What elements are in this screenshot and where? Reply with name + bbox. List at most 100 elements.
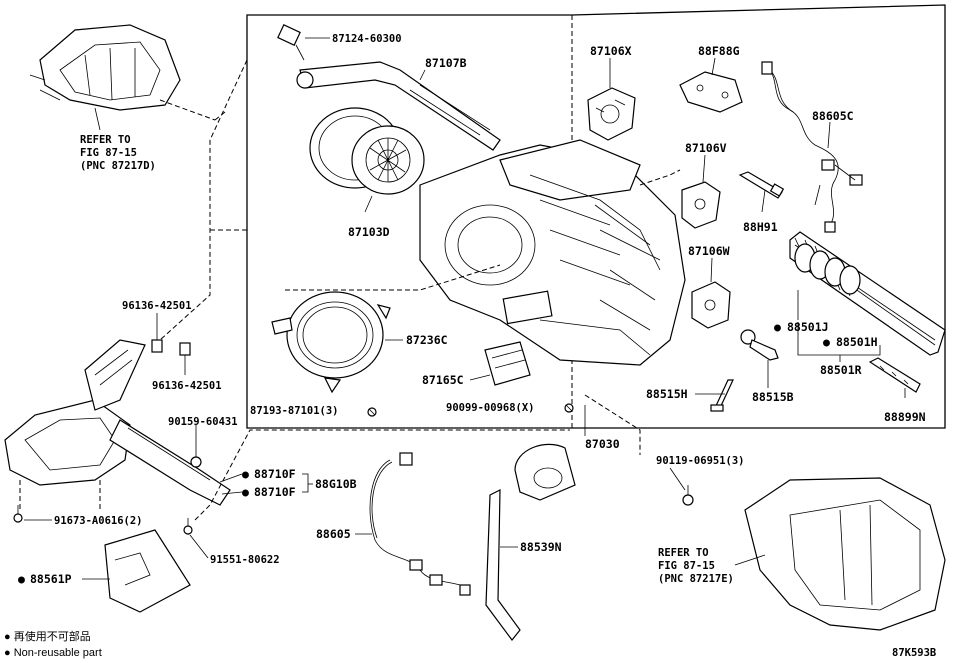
ref-top-line3: (PNC 87217D) xyxy=(80,160,156,172)
label-90119-06951: 90119-06951(3) xyxy=(656,455,745,467)
guide-dash-lower xyxy=(194,429,570,521)
ref-bottom-line2: FIG 87-15 xyxy=(658,560,715,572)
actuator-87106V xyxy=(681,181,721,229)
clip-96136-a xyxy=(151,339,163,353)
label-88515B: 88515B xyxy=(752,390,794,404)
evaporator-88501H xyxy=(789,231,946,356)
screw-91551 xyxy=(183,518,193,535)
label-88515H: 88515H xyxy=(646,387,688,401)
bracket-88F88G xyxy=(679,71,743,113)
label-87030: 87030 xyxy=(585,437,620,451)
label-87124-60300: 87124-60300 xyxy=(332,33,402,45)
label-87193-87101: 87193-87101(3) xyxy=(250,405,339,417)
clip-96136-b xyxy=(179,342,191,356)
nonreuse-dot-88561P: ● xyxy=(18,572,25,586)
harness-88605 xyxy=(369,452,471,596)
harness-88605C xyxy=(761,61,863,233)
screw-90119 xyxy=(682,485,694,506)
guide-dash-case xyxy=(639,169,681,186)
lead-87165C xyxy=(469,374,491,381)
label-88501J: 88501J xyxy=(787,320,829,334)
lead-87106V xyxy=(702,154,706,183)
rear-duct-upper xyxy=(29,24,226,121)
bolt-88515H xyxy=(710,379,734,412)
ref-bottom-line3: (PNC 87217E) xyxy=(658,573,734,585)
blower-ring-87236C xyxy=(271,291,391,394)
actuator-87106X xyxy=(587,87,636,141)
lead-91551 xyxy=(189,534,209,559)
nonreuse-dot-88710F-a: ● xyxy=(242,467,249,481)
lead-88605C xyxy=(827,121,831,149)
ref-bottom-line1: REFER TO xyxy=(658,547,709,559)
actuator-87106W xyxy=(691,281,731,329)
duct-88539N xyxy=(485,443,576,641)
screw-90159 xyxy=(190,440,202,468)
guide-dash-87236C xyxy=(285,264,501,291)
label-88605C: 88605C xyxy=(812,109,854,123)
label-88561P: 88561P xyxy=(30,572,72,586)
label-88G10B: 88G10B xyxy=(315,477,357,491)
label-88539N: 88539N xyxy=(520,540,562,554)
screw-87193 xyxy=(367,407,377,417)
air-duct-87107B xyxy=(296,61,501,151)
label-87106W: 87106W xyxy=(688,244,730,258)
rear-duct-lower xyxy=(4,339,231,510)
lead-88710F-a xyxy=(219,473,243,483)
guide-dash-90119 xyxy=(584,394,641,455)
bracket-88501 xyxy=(797,322,881,356)
nonreuse-dot-88501J: ● xyxy=(774,320,781,334)
lead-88H91 xyxy=(761,189,766,213)
diagram-code: 87K593B xyxy=(892,647,936,659)
hvac-case xyxy=(419,139,686,366)
ref-top-line1: REFER TO xyxy=(80,134,131,146)
legend-non-reusable: ● Non-reusable part xyxy=(4,647,102,659)
label-87165C: 87165C xyxy=(422,373,464,387)
lead-88710F-b xyxy=(221,491,243,495)
label-90099-00968: 90099-00968(X) xyxy=(446,402,535,414)
lead-87103D xyxy=(364,195,373,213)
bracket-88G10B xyxy=(302,473,309,493)
label-87106V: 87106V xyxy=(685,141,727,155)
label-88501H: 88501H xyxy=(836,335,878,349)
label-87107B: 87107B xyxy=(425,56,467,70)
sensor-87124 xyxy=(277,24,305,61)
lead-90119 xyxy=(669,467,686,491)
label-96136-42501-a: 96136-42501 xyxy=(122,300,192,312)
pad-88561P xyxy=(104,529,191,613)
label-96136-42501-b: 96136-42501 xyxy=(152,380,222,392)
screw-90099 xyxy=(564,403,574,413)
label-88710F-a: 88710F xyxy=(254,467,296,481)
lead-87106W xyxy=(710,257,713,283)
nonreuse-dot-88710F-b: ● xyxy=(242,485,249,499)
label-88710F-b: 88710F xyxy=(254,485,296,499)
guide-dash-left xyxy=(159,59,248,341)
label-88605: 88605 xyxy=(316,527,351,541)
screw-91673 xyxy=(13,505,23,523)
lead-88F88G xyxy=(711,57,716,76)
label-87236C: 87236C xyxy=(406,333,448,347)
label-88899N: 88899N xyxy=(884,410,926,424)
label-88501R: 88501R xyxy=(820,363,862,377)
label-87103D: 87103D xyxy=(348,225,390,239)
legend-japanese: ● 再使用不可部品 xyxy=(4,629,91,643)
label-91673-A0616: 91673-A0616(2) xyxy=(54,515,143,527)
ref-top-leader xyxy=(94,107,101,131)
label-88F88G: 88F88G xyxy=(698,44,740,58)
assembly-frame xyxy=(571,4,946,429)
label-88H91: 88H91 xyxy=(743,220,778,234)
plate-88899N xyxy=(868,357,921,393)
label-90159-60431: 90159-60431 xyxy=(168,416,238,428)
resistor-87165C xyxy=(484,341,531,386)
blower-motor-87103D xyxy=(309,107,425,195)
rear-duct-cover xyxy=(744,477,946,631)
ref-bottom-leader xyxy=(734,554,766,566)
lead-87107B xyxy=(419,69,426,81)
label-91551-80622: 91551-80622 xyxy=(210,554,280,566)
valve-88515B xyxy=(740,329,779,361)
label-87106X: 87106X xyxy=(590,44,632,58)
nonreuse-dot-88501H: ● xyxy=(823,335,830,349)
sensor-88H91 xyxy=(738,171,785,199)
ref-top-line2: FIG 87-15 xyxy=(80,147,137,159)
assembly-frame-left xyxy=(246,14,572,429)
